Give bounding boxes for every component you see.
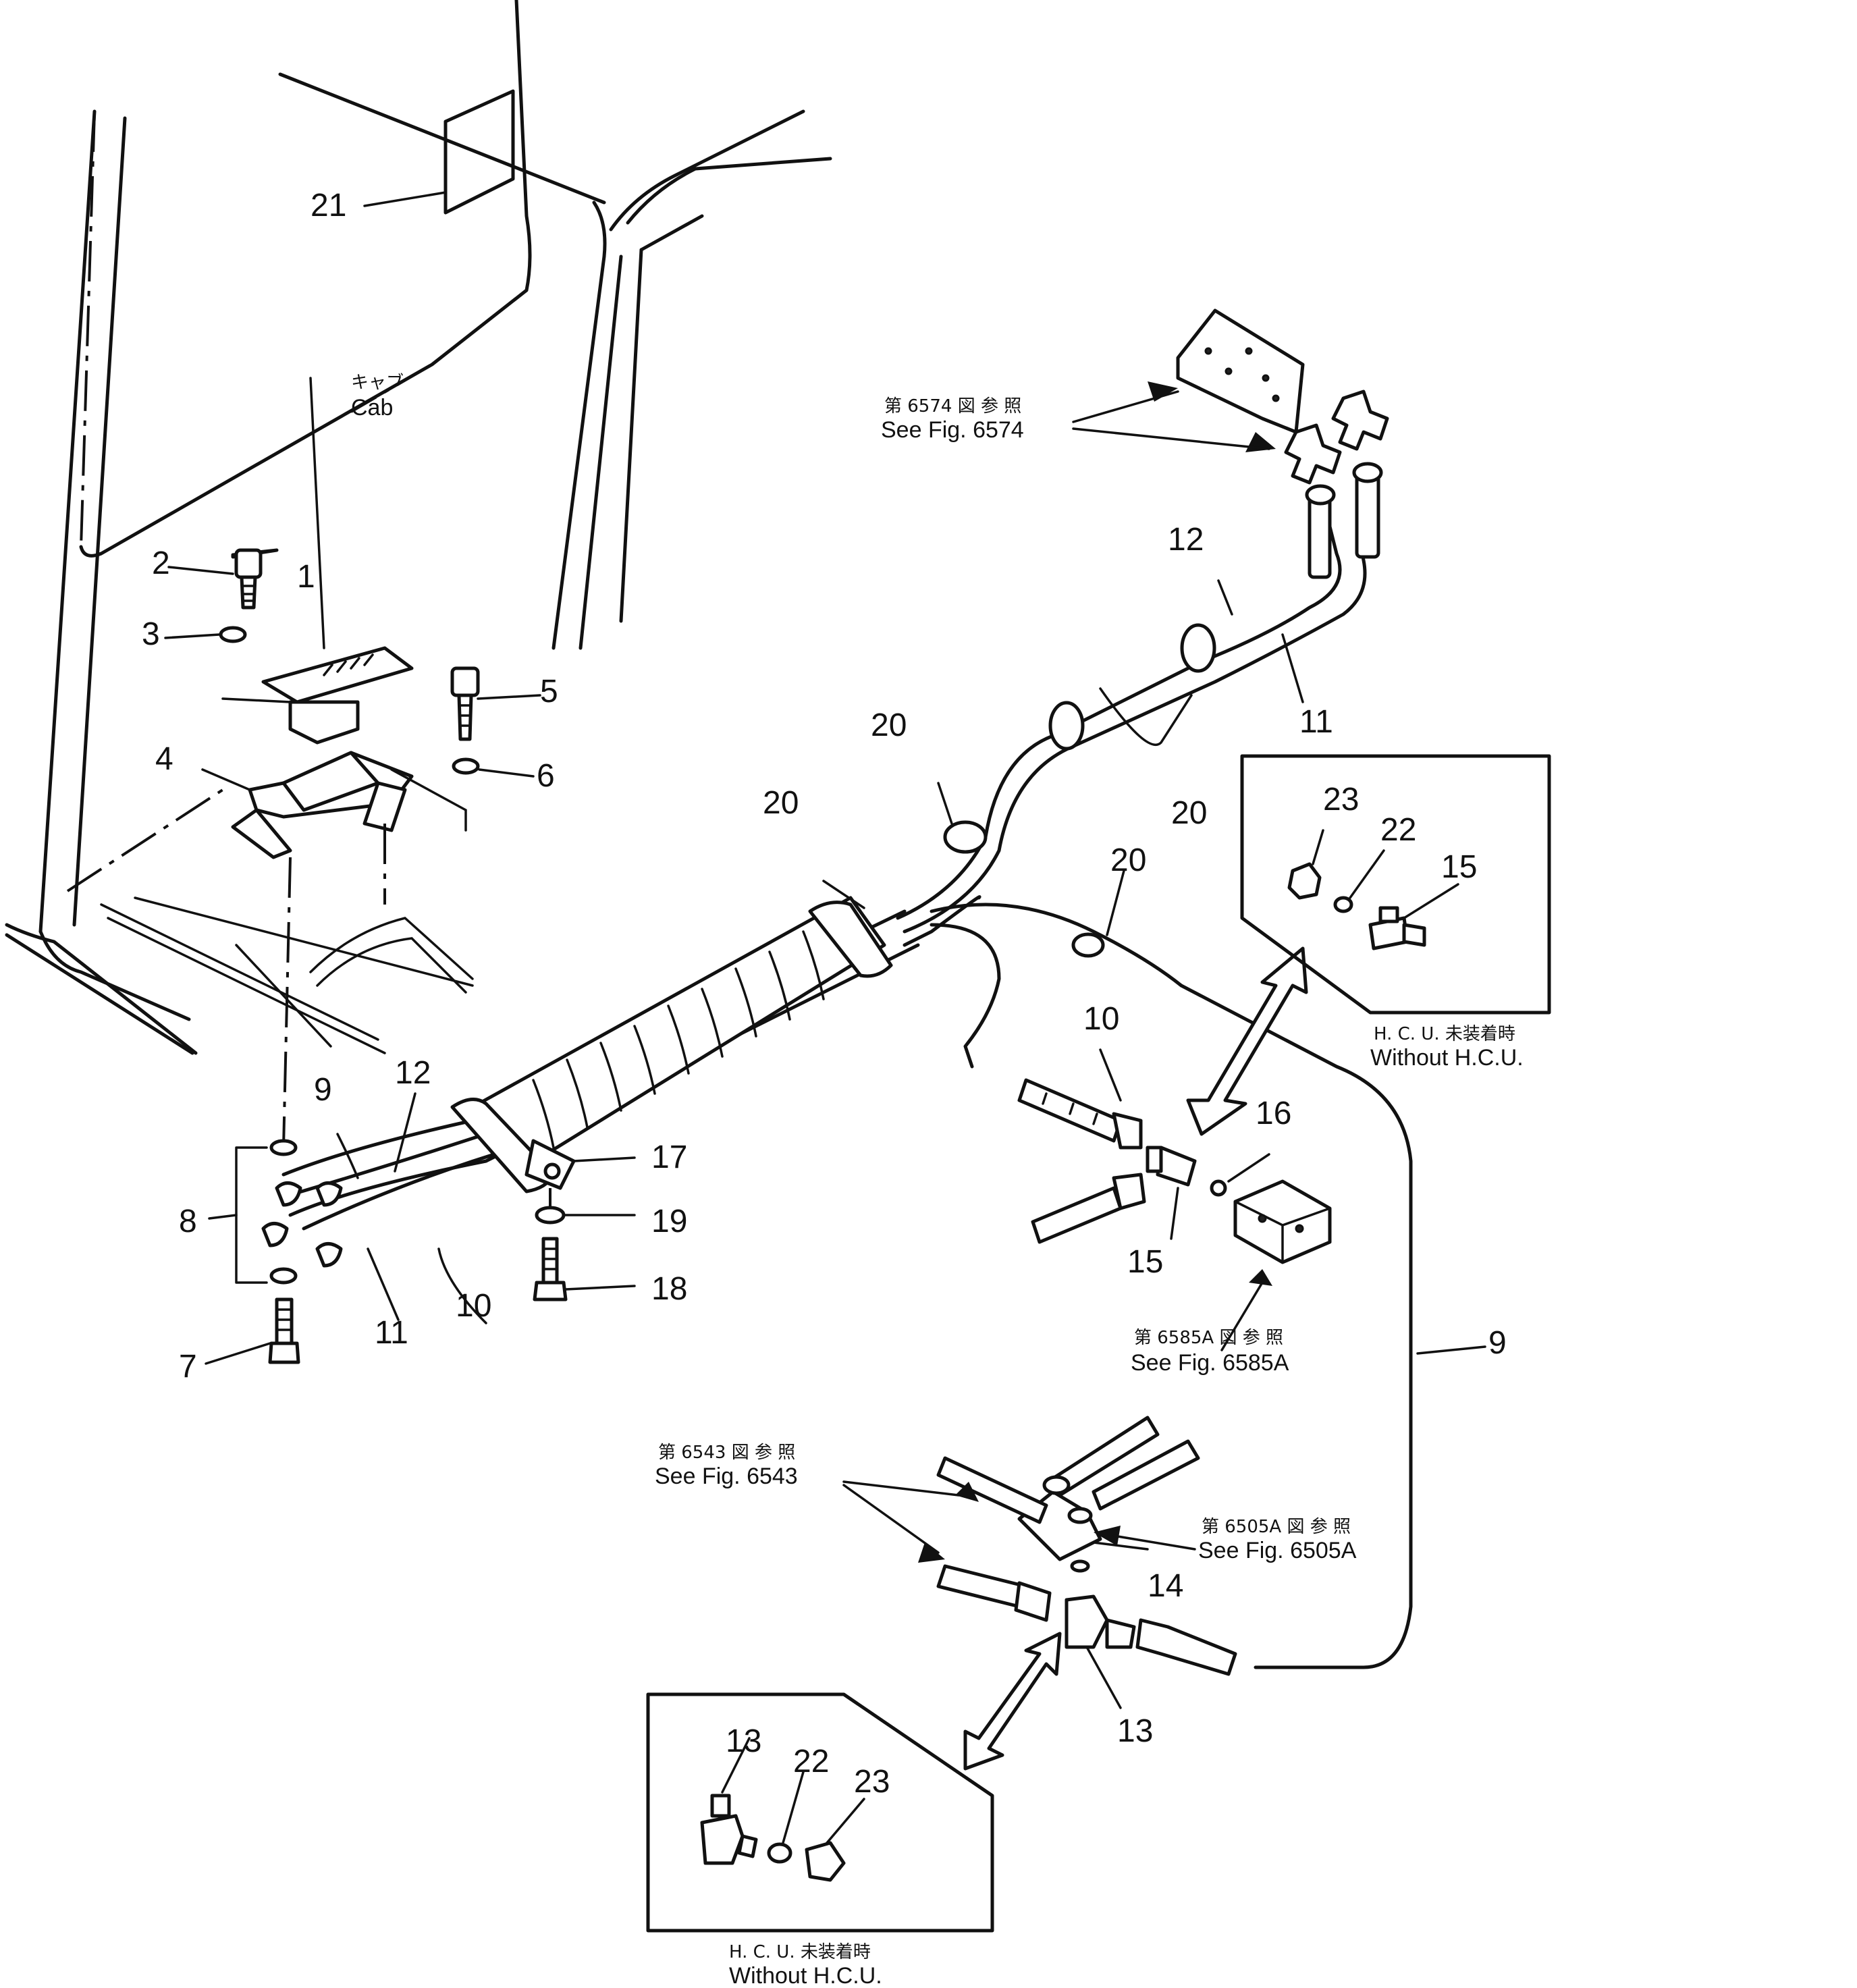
ref-6574-jp: 第 6574 図 参 照 bbox=[884, 396, 1021, 417]
callout-9-left: 9 bbox=[314, 1072, 332, 1108]
callout-13-main: 13 bbox=[1117, 1713, 1153, 1749]
callout-2: 2 bbox=[152, 545, 170, 581]
callout-22-upper: 22 bbox=[1380, 812, 1416, 848]
callout-23-lower: 23 bbox=[854, 1764, 890, 1800]
inset-upper-caption: H. C. U. 未装着時 Without H.C.U. bbox=[1370, 1024, 1524, 1071]
decal-part-21 bbox=[363, 89, 515, 215]
double-arrow-upper bbox=[1186, 946, 1308, 1136]
callout-12-left: 12 bbox=[395, 1055, 431, 1091]
callout-20-d: 20 bbox=[1110, 842, 1146, 878]
callout-16: 16 bbox=[1256, 1096, 1291, 1131]
callout-1: 1 bbox=[297, 559, 315, 595]
ref-6543-en: See Fig. 6543 bbox=[655, 1463, 798, 1489]
callout-5: 5 bbox=[540, 674, 558, 709]
callout-19: 19 bbox=[651, 1204, 687, 1239]
inset-lower-en: Without H.C.U. bbox=[729, 1963, 882, 1988]
ref-6505A-jp: 第 6505A 図 参 照 bbox=[1202, 1517, 1351, 1537]
inset-upper-jp: H. C. U. 未装着時 bbox=[1374, 1024, 1515, 1044]
callout-13-inset: 13 bbox=[726, 1723, 761, 1759]
callout-20-b: 20 bbox=[763, 785, 799, 821]
leader-lines bbox=[336, 579, 1486, 1709]
ref-fig-6574: 第 6574 図 参 照 See Fig. 6574 bbox=[881, 396, 1024, 443]
ref-6505A-en: See Fig. 6505A bbox=[1198, 1538, 1357, 1563]
upper-manifold bbox=[1072, 308, 1389, 485]
callout-18: 18 bbox=[651, 1271, 687, 1307]
cab-frame bbox=[5, 0, 832, 1055]
callout-10-right: 10 bbox=[1083, 1001, 1119, 1037]
inset-lower-jp: H. C. U. 未装着時 bbox=[729, 1942, 871, 1962]
callout-14: 14 bbox=[1148, 1568, 1183, 1604]
callout-9-right: 9 bbox=[1488, 1325, 1507, 1361]
ref-6585A-en: See Fig. 6585A bbox=[1131, 1350, 1289, 1376]
inset-lower-caption: H. C. U. 未装着時 Without H.C.U. bbox=[729, 1942, 882, 1988]
inset-upper bbox=[1240, 754, 1551, 1015]
double-arrow-lower bbox=[963, 1632, 1062, 1771]
bracket-assembly bbox=[164, 377, 541, 1148]
cab-label-en: Cab bbox=[351, 395, 393, 421]
callout-7: 7 bbox=[179, 1349, 197, 1385]
cab-label-jp: キャブ bbox=[351, 373, 404, 393]
inset-lower bbox=[646, 1692, 994, 1933]
inset-upper-en: Without H.C.U. bbox=[1370, 1045, 1524, 1071]
callout-21: 21 bbox=[311, 188, 346, 223]
callout-8: 8 bbox=[179, 1204, 197, 1239]
callout-numbers: 21 2 1 3 5 4 6 12 11 20 20 20 20 23 22 1… bbox=[142, 188, 1507, 1800]
hose-bundle bbox=[205, 462, 1413, 1669]
ref-fig-6543: 第 6543 図 参 照 See Fig. 6543 bbox=[655, 1443, 798, 1489]
callout-11-upper: 11 bbox=[1299, 704, 1333, 740]
callout-11-left: 11 bbox=[375, 1315, 408, 1351]
callout-3: 3 bbox=[142, 616, 160, 652]
callout-20-a: 20 bbox=[871, 707, 907, 743]
ref-6574-en: See Fig. 6574 bbox=[881, 417, 1024, 443]
cab-label: キャブ Cab bbox=[351, 373, 404, 421]
callout-20-c: 20 bbox=[1171, 795, 1207, 831]
lower-fittings bbox=[842, 1416, 1237, 1676]
callout-6: 6 bbox=[537, 758, 555, 794]
callout-22-lower: 22 bbox=[793, 1744, 829, 1779]
ref-6585A-jp: 第 6585A 図 参 照 bbox=[1134, 1328, 1283, 1348]
callout-23-upper: 23 bbox=[1323, 782, 1359, 817]
ref-6543-jp: 第 6543 図 参 照 bbox=[658, 1443, 795, 1463]
callout-12-upper: 12 bbox=[1168, 522, 1204, 558]
callout-10-left: 10 bbox=[456, 1288, 491, 1324]
callout-17: 17 bbox=[651, 1139, 687, 1175]
callout-4: 4 bbox=[155, 741, 173, 777]
ref-fig-6585A: 第 6585A 図 参 照 See Fig. 6585A bbox=[1131, 1328, 1289, 1376]
callout-15-lower: 15 bbox=[1127, 1244, 1163, 1280]
ref-fig-6505A: 第 6505A 図 参 照 See Fig. 6505A bbox=[1198, 1517, 1357, 1563]
callout-15-upper: 15 bbox=[1441, 849, 1477, 885]
